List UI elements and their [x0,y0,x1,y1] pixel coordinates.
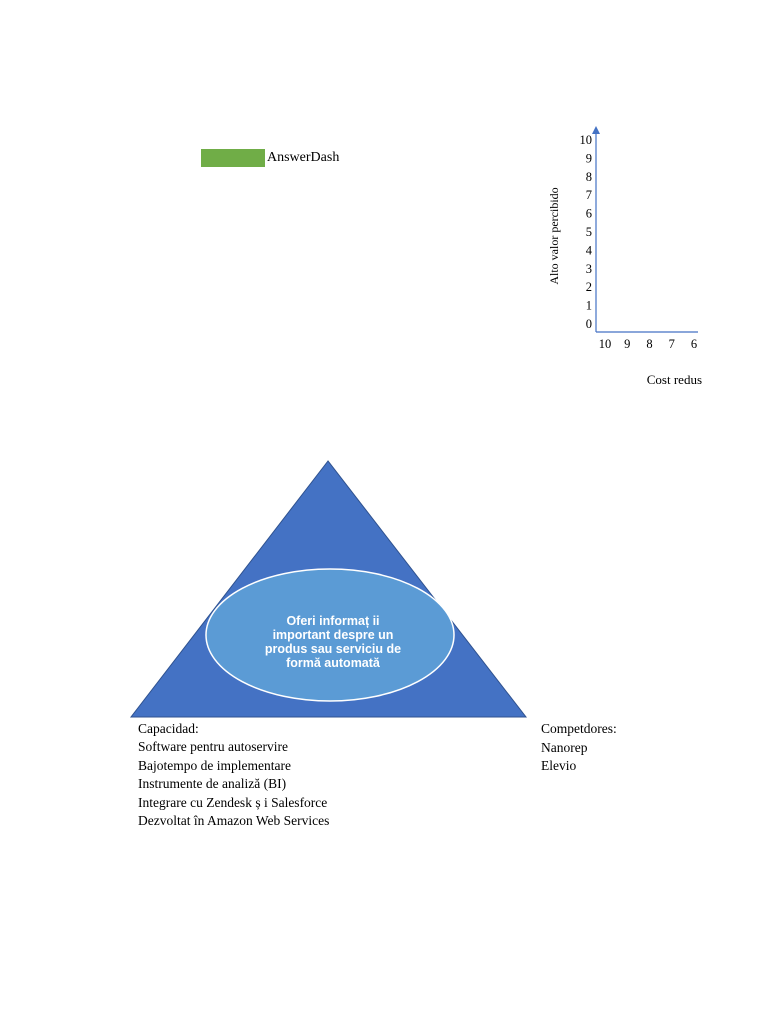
center-statement: Oferi informaț ii important despre un pr… [258,614,408,670]
list-item: Integrare cu Zendesk ș i Salesforce [138,794,328,810]
y-tick-label: 10 [580,133,593,147]
y-tick-label: 7 [586,188,592,202]
legend-swatch [201,149,265,167]
list-item: Nanorep [541,739,588,755]
x-tick-label: 7 [669,337,675,351]
center-line: Oferi informaț ii [286,614,380,628]
x-axis-label: Cost redus [647,372,702,387]
y-tick-label: 1 [586,299,592,313]
y-tick-label: 6 [586,207,592,221]
y-tick-label: 3 [586,262,592,276]
list-item: Dezvoltat în Amazon Web Services [138,813,330,828]
center-line: formă automată [286,656,380,670]
legend-label: AnswerDash [267,150,340,165]
y-tick-label: 8 [586,170,592,184]
x-tick-label: 9 [624,337,630,351]
y-axis-arrow [592,126,600,134]
list-item: Instrumente de analiză (BI) [138,776,287,791]
list-item: Bajotempo de implementare [138,757,291,773]
list-item: Elevio [541,758,577,773]
center-line: produs sau serviciu de [264,642,402,656]
x-tick-label: 8 [646,337,652,351]
y-tick-label: 0 [586,317,592,331]
x-tick-label: 10 [599,337,612,351]
x-tick-label: 6 [691,337,697,351]
center-line: important despre un [272,628,394,642]
triangle-diagram [129,460,528,718]
y-tick-label: 9 [586,151,592,165]
y-tick-label: 5 [586,225,592,239]
y-tick-label: 2 [586,280,592,294]
center-ellipse [205,568,455,702]
y-axis-label: Alto valor percibido [547,187,561,284]
capacidad-heading: Capacidad: [138,721,199,736]
y-tick-label: 4 [586,243,593,257]
competidores-list: Competdores: Nanorep Elevio [541,720,617,776]
competidores-heading: Competdores: [541,721,617,736]
capacidad-list: Software pentru autoservire Bajotempo de… [138,738,329,831]
x-tick-labels: 10 9 8 7 6 [599,337,697,351]
positioning-chart: 0 1 2 3 4 5 6 7 8 9 10 10 9 8 7 6 Alto valor percibido… [547,126,702,387]
y-tick-labels: 0 1 2 3 4 5 6 7 8 9 10 [580,133,593,331]
list-item: Software pentru autoservire [138,739,288,754]
